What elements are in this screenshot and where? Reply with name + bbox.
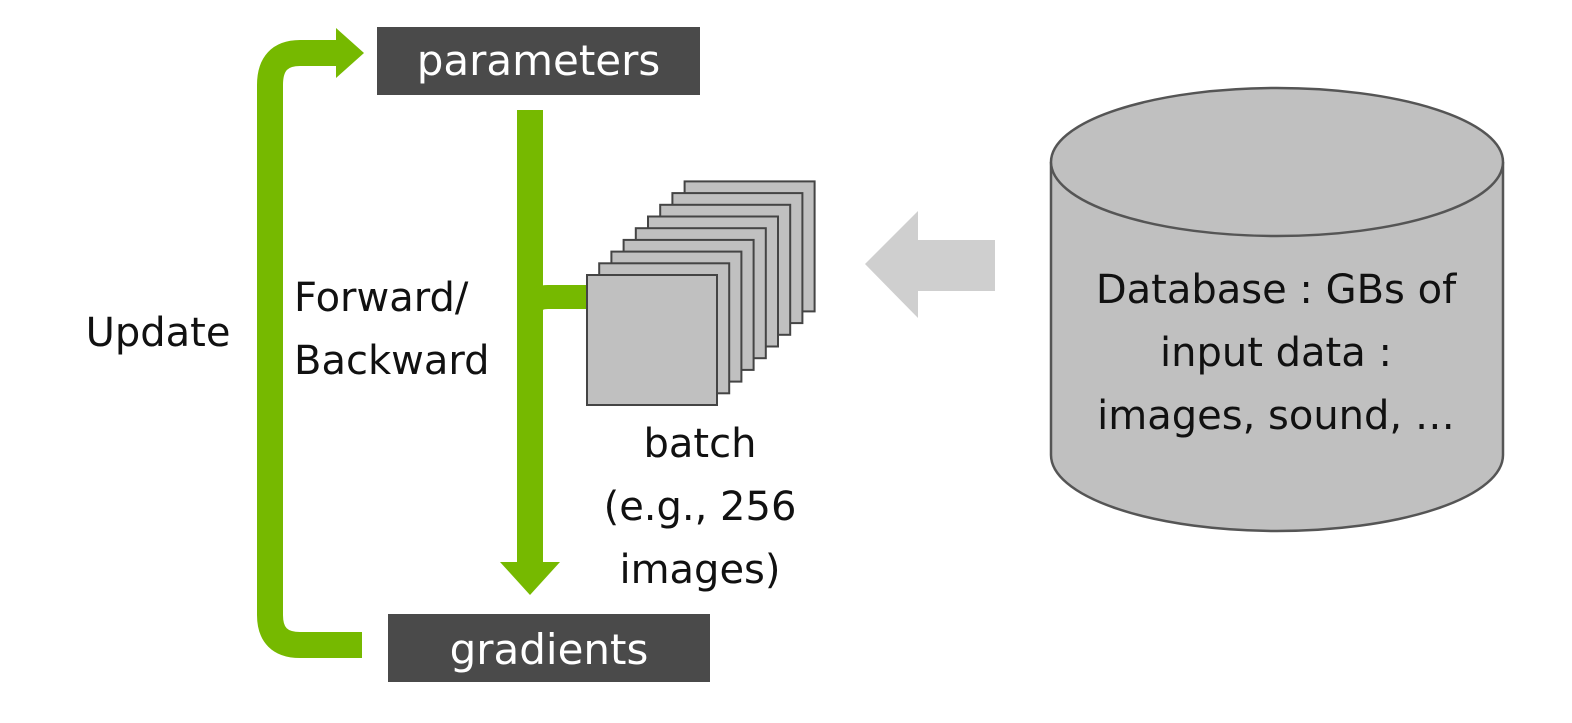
parameters-node: parameters: [377, 27, 700, 95]
batch-label: batch (e.g., 256 images): [604, 421, 797, 593]
input-arrow: [865, 211, 995, 318]
forward-backward-arrow: [500, 110, 592, 595]
database-cylinder: Database : GBs of input data : images, s…: [1049, 86, 1505, 533]
gradients-node: gradients: [388, 614, 710, 682]
forward-label-line: Forward/: [294, 275, 469, 321]
parameters-label: parameters: [417, 36, 661, 85]
batch-label-line-1: batch: [644, 421, 757, 467]
database-label-line-3: images, sound, …: [1097, 393, 1455, 439]
update-label: Update: [86, 310, 231, 356]
backward-label-line: Backward: [294, 338, 489, 384]
database-label-line-1: Database : GBs of: [1096, 267, 1457, 313]
batch-image-card: [586, 274, 718, 406]
batch-label-line-3: images): [619, 547, 780, 593]
batch-image-stack: [586, 180, 816, 406]
database-label-line-2: input data :: [1160, 330, 1392, 376]
gradients-label: gradients: [450, 625, 649, 674]
update-loop-arrow: [257, 28, 364, 658]
forward-backward-label: Forward/ Backward: [294, 275, 489, 384]
batch-label-line-2: (e.g., 256: [604, 484, 797, 530]
